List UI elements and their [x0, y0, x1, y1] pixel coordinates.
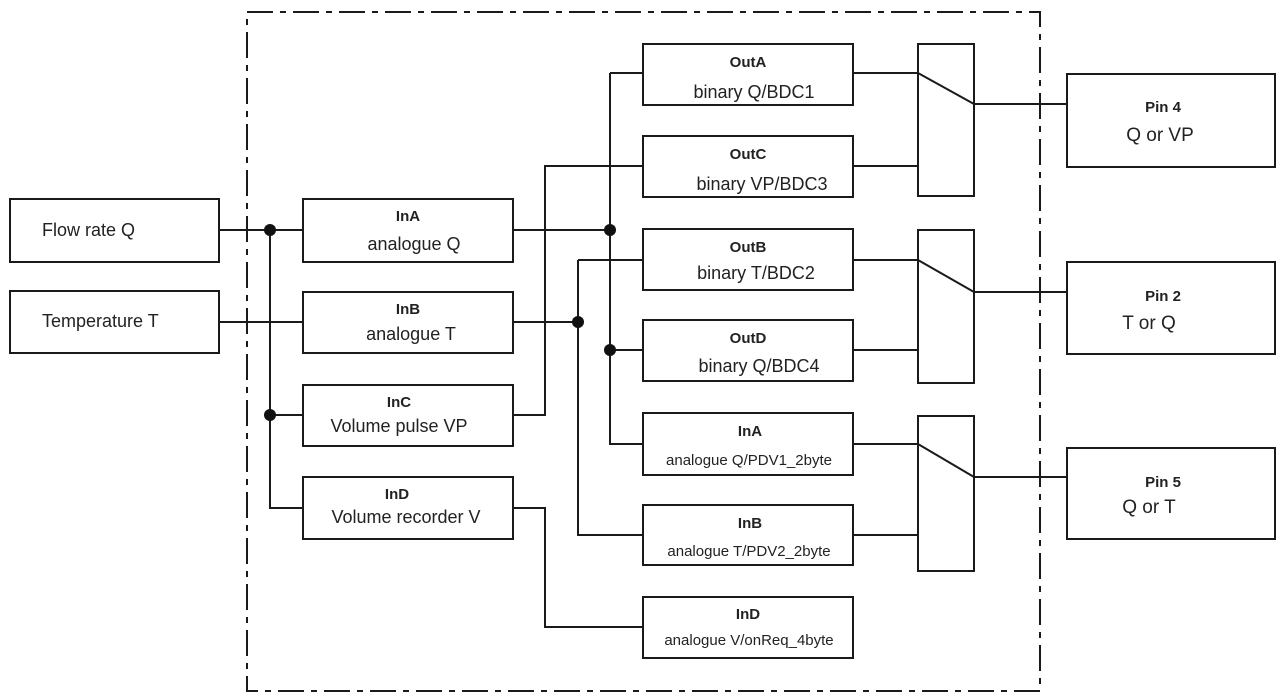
pin-4: Pin 4 Q or VP — [1066, 73, 1276, 168]
input-temperature-label: Temperature T — [42, 311, 159, 331]
junction-dot — [604, 344, 616, 356]
output-outd-title: OutD — [730, 330, 767, 347]
output-ina-analogue-title: InA — [738, 423, 762, 440]
switch2-contact-line — [917, 259, 975, 293]
junctions — [264, 224, 616, 421]
channel-inb-title: InB — [396, 301, 420, 318]
input-flow-rate-label: Flow rate Q — [42, 220, 135, 240]
junction-dot — [572, 316, 584, 328]
output-ina-analogue: InA analogue Q/PDV1_2byte — [642, 412, 854, 476]
output-outb-title: OutB — [730, 239, 767, 256]
output-ind-analogue: InD analogue V/onReq_4byte — [642, 596, 854, 659]
output-outc-subtitle: binary VP/BDC3 — [696, 174, 827, 194]
wire-inc-to-outc — [513, 165, 643, 416]
output-outc: OutC binary VP/BDC3 — [642, 135, 854, 198]
switch-block-2 — [917, 229, 975, 384]
wire-ind-to-ind2 — [513, 507, 643, 628]
wire-q-bus-vertical — [609, 73, 643, 445]
pin-4-title: Pin 4 — [1145, 99, 1182, 116]
wire-t-bus-vertical — [577, 260, 643, 536]
channel-ind: InD Volume recorder V — [302, 476, 514, 540]
output-outa-title: OutA — [730, 54, 767, 71]
pin-5-title: Pin 5 — [1145, 474, 1181, 491]
switch-block-1 — [917, 43, 975, 197]
output-outa-subtitle: binary Q/BDC1 — [693, 82, 814, 102]
switch1-contact-line — [917, 72, 975, 105]
junction-dot — [604, 224, 616, 236]
output-inb-analogue-subtitle: analogue T/PDV2_2byte — [667, 543, 830, 560]
junction-dot — [264, 224, 276, 236]
channel-inc: InC Volume pulse VP — [302, 384, 514, 447]
channel-inb-subtitle: analogue T — [366, 324, 456, 344]
output-outb-subtitle: binary T/BDC2 — [697, 263, 815, 283]
output-outd-subtitle: binary Q/BDC4 — [698, 356, 819, 376]
pin-2: Pin 2 T or Q — [1066, 261, 1276, 355]
output-inb-analogue: InB analogue T/PDV2_2byte — [642, 504, 854, 566]
pin-2-subtitle: T or Q — [1122, 313, 1176, 334]
input-flow-rate: Flow rate Q — [9, 198, 220, 263]
junction-dot — [264, 409, 276, 421]
channel-ina-subtitle: analogue Q — [367, 234, 460, 254]
wire-flow-bus-vertical — [269, 230, 303, 509]
output-inb-analogue-title: InB — [738, 515, 762, 532]
channel-ind-title: InD — [385, 486, 409, 503]
output-outb: OutB binary T/BDC2 — [642, 228, 854, 291]
switch3-contact-line — [917, 443, 975, 478]
pin-5-subtitle: Q or T — [1122, 497, 1176, 518]
channel-ind-subtitle: Volume recorder V — [331, 507, 480, 527]
channel-ina-title: InA — [396, 208, 420, 225]
input-temperature: Temperature T — [9, 290, 220, 354]
switch-block-3 — [917, 415, 975, 572]
pin-5: Pin 5 Q or T — [1066, 447, 1276, 540]
channel-ina: InA analogue Q — [302, 198, 514, 263]
output-outc-title: OutC — [730, 146, 767, 163]
pin-4-subtitle: Q or VP — [1126, 125, 1194, 146]
channel-inb: InB analogue T — [302, 291, 514, 354]
channel-inc-title: InC — [387, 394, 411, 411]
output-outa: OutA binary Q/BDC1 — [642, 43, 854, 106]
output-ind-analogue-title: InD — [736, 606, 760, 623]
channel-inc-subtitle: Volume pulse VP — [330, 416, 467, 436]
output-ina-analogue-subtitle: analogue Q/PDV1_2byte — [666, 452, 832, 469]
output-outd: OutD binary Q/BDC4 — [642, 319, 854, 382]
pin-2-title: Pin 2 — [1145, 288, 1181, 305]
wires — [219, 72, 1067, 628]
output-ind-analogue-subtitle: analogue V/onReq_4byte — [664, 632, 833, 649]
